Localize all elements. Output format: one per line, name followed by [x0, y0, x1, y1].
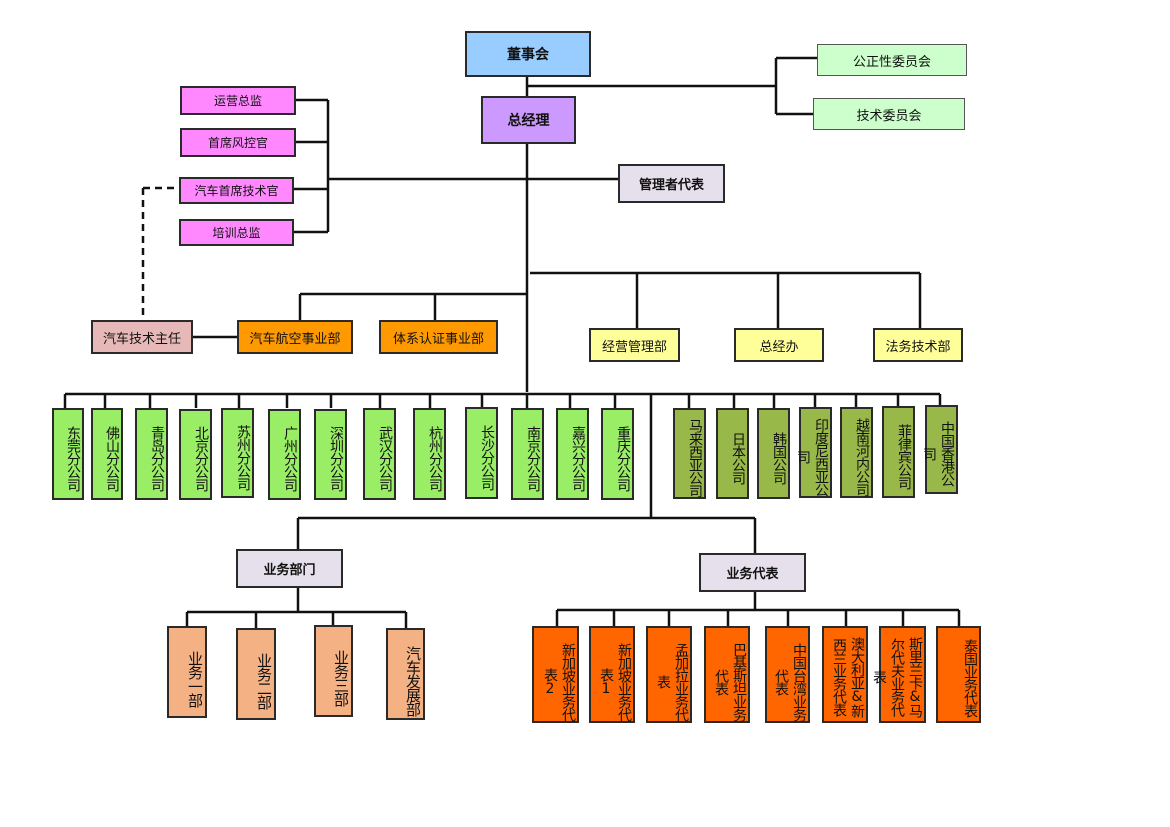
branch-vietnam-hanoi[interactable]: 越南河内公司 [840, 407, 873, 498]
rep-srilanka-maldives[interactable]: 斯里兰卡&马尔代夫业务代表 [871, 626, 926, 723]
branch-beijing[interactable]: 北京分公司 [179, 409, 212, 500]
dept-legal-tech[interactable]: 法务技术部 [873, 328, 963, 362]
branch-dongguan[interactable]: 东莞分公司 [52, 408, 84, 500]
exec-operations-director[interactable]: 运营总监 [180, 86, 296, 115]
rep-thailand[interactable]: 泰国业务代表 [936, 626, 981, 723]
committee-impartiality[interactable]: 公正性委员会 [817, 44, 967, 76]
business-reps-node[interactable]: 业务代表 [699, 553, 806, 592]
business-dept-node[interactable]: 业务部门 [236, 549, 343, 588]
branch-shenzhen[interactable]: 深圳分公司 [314, 409, 347, 500]
branch-changsha[interactable]: 长沙分公司 [465, 407, 498, 499]
exec-auto-cto[interactable]: 汽车首席技术官 [179, 177, 294, 204]
rep-pakistan[interactable]: 巴基斯坦业务代表 [704, 626, 750, 723]
committee-technical[interactable]: 技术委员会 [813, 98, 965, 130]
branch-indonesia[interactable]: 印度尼西亚公司 [795, 407, 832, 498]
division-auto-aviation[interactable]: 汽车航空事业部 [237, 320, 353, 354]
rep-australia-nz[interactable]: 澳大利亚&新西兰业务代表 [822, 626, 868, 723]
dept-business-management[interactable]: 经营管理部 [589, 328, 680, 362]
branch-guangzhou[interactable]: 广州分公司 [268, 409, 301, 500]
branch-philippines[interactable]: 菲律宾公司 [882, 406, 915, 498]
branch-wuhan[interactable]: 武汉分公司 [363, 408, 396, 500]
branch-chongqing[interactable]: 重庆分公司 [601, 408, 634, 500]
business-unit-3[interactable]: 业务三部 [314, 625, 353, 717]
branch-qingdao[interactable]: 青岛分公司 [135, 408, 168, 500]
branch-jiaxing[interactable]: 嘉兴分公司 [556, 408, 589, 500]
business-unit-1[interactable]: 业务一部 [167, 626, 207, 718]
rep-taiwan[interactable]: 中国台湾业务代表 [765, 626, 810, 723]
rep-singapore-2[interactable]: 新加坡业务代表2 [532, 626, 579, 723]
branch-hangzhou[interactable]: 杭州分公司 [413, 408, 446, 500]
general-manager-node[interactable]: 总经理 [481, 96, 576, 144]
branch-korea[interactable]: 韩国公司 [757, 408, 790, 499]
branch-nanjing[interactable]: 南京分公司 [511, 408, 544, 500]
branch-malaysia[interactable]: 马来西亚公司 [673, 408, 706, 499]
rep-bangladesh[interactable]: 孟加拉业务代表 [646, 626, 692, 723]
dept-gm-office[interactable]: 总经办 [734, 328, 824, 362]
board-node[interactable]: 董事会 [465, 31, 591, 77]
auto-development-dept[interactable]: 汽车发展部 [386, 628, 425, 720]
division-system-cert[interactable]: 体系认证事业部 [379, 320, 498, 354]
branch-foshan[interactable]: 佛山分公司 [91, 408, 123, 500]
management-rep-node[interactable]: 管理者代表 [618, 164, 725, 203]
branch-japan[interactable]: 日本公司 [716, 408, 749, 499]
exec-training-director[interactable]: 培训总监 [179, 219, 294, 246]
branch-suzhou[interactable]: 苏州分公司 [221, 408, 254, 498]
rep-singapore-1[interactable]: 新加坡业务代表1 [589, 626, 635, 723]
branch-hong-kong[interactable]: 中国香港公司 [921, 405, 958, 494]
auto-tech-director-node[interactable]: 汽车技术主任 [91, 320, 193, 354]
business-unit-2[interactable]: 业务二部 [236, 628, 276, 720]
exec-chief-risk-officer[interactable]: 首席风控官 [180, 128, 296, 157]
